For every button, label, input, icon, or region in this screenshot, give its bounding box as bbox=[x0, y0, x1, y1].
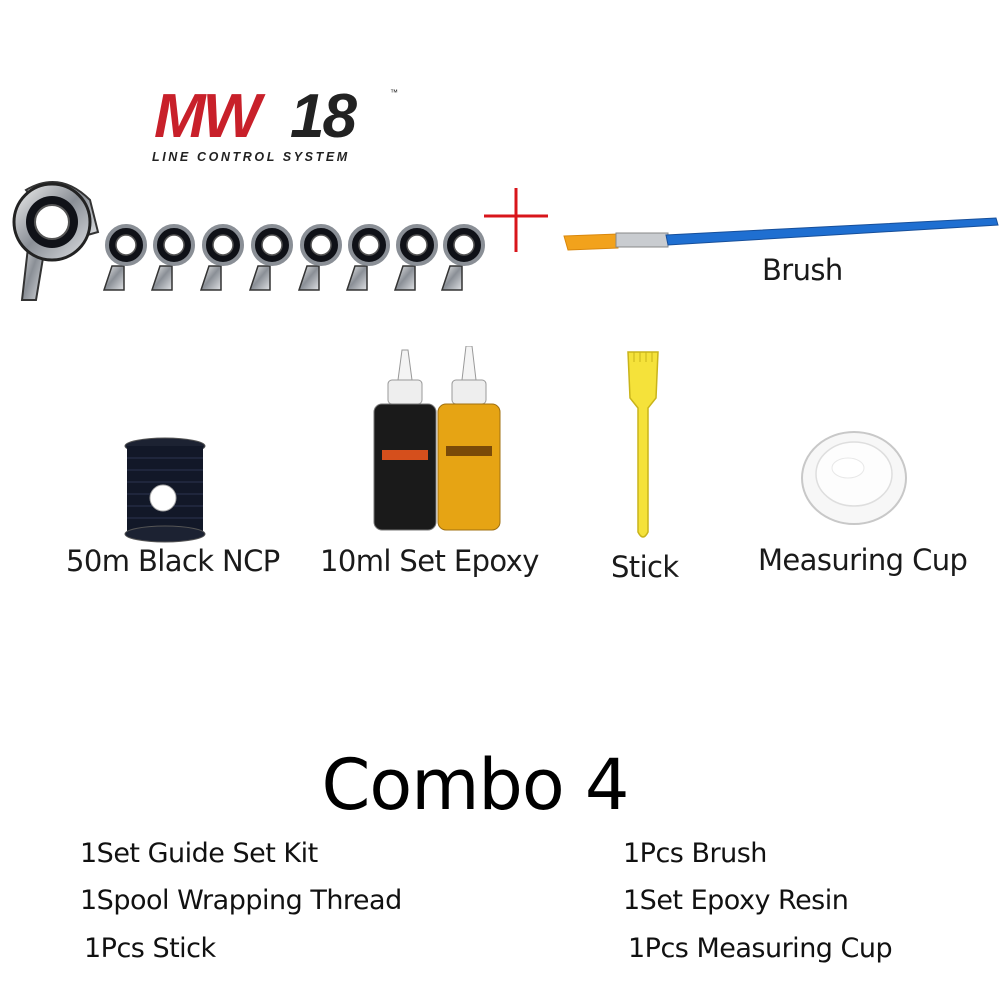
measuring-cup-image bbox=[801, 431, 907, 525]
list-item-left-2: 1Spool Wrapping Thread bbox=[80, 885, 402, 916]
logo-number-text: 18 bbox=[290, 82, 357, 151]
small-guide-icon bbox=[393, 224, 438, 291]
small-guide-icon bbox=[440, 224, 485, 291]
brush-image bbox=[563, 217, 999, 251]
epoxy-label: 10ml Set Epoxy bbox=[320, 544, 539, 578]
small-guide-icon bbox=[150, 224, 195, 291]
thread-spool-image bbox=[124, 437, 206, 543]
stick-image bbox=[627, 351, 659, 538]
epoxy-bottles-image bbox=[373, 346, 501, 531]
hardener-bottle-icon bbox=[373, 349, 437, 531]
stick-label: Stick bbox=[611, 550, 679, 584]
logo-tagline: LINE CONTROL SYSTEM bbox=[152, 150, 350, 164]
resin-bottle-icon bbox=[437, 346, 501, 531]
list-item-left-3: 1Pcs Stick bbox=[84, 933, 216, 964]
list-item-left-1: 1Set Guide Set Kit bbox=[80, 838, 318, 869]
small-guide-icon bbox=[248, 224, 293, 291]
small-guide-icon bbox=[102, 224, 147, 291]
brand-logo: MW 18 ™ LINE CONTROL SYSTEM bbox=[150, 82, 398, 172]
guide-rings-image bbox=[12, 181, 485, 301]
small-guide-icon bbox=[297, 224, 342, 291]
logo-trademark: ™ bbox=[390, 88, 398, 97]
plus-icon bbox=[484, 188, 548, 252]
small-guide-icon bbox=[345, 224, 390, 291]
cup-label: Measuring Cup bbox=[758, 543, 968, 577]
list-item-right-3: 1Pcs Measuring Cup bbox=[628, 933, 893, 964]
list-item-right-1: 1Pcs Brush bbox=[623, 838, 767, 869]
combo-title: Combo 4 bbox=[321, 744, 630, 826]
small-guide-icon bbox=[199, 224, 244, 291]
thread-label: 50m Black NCP bbox=[66, 544, 280, 578]
tip-guide-icon bbox=[12, 181, 100, 301]
brush-label: Brush bbox=[762, 253, 843, 287]
logo-brand-text: MW bbox=[154, 82, 261, 151]
list-item-right-2: 1Set Epoxy Resin bbox=[623, 885, 849, 916]
